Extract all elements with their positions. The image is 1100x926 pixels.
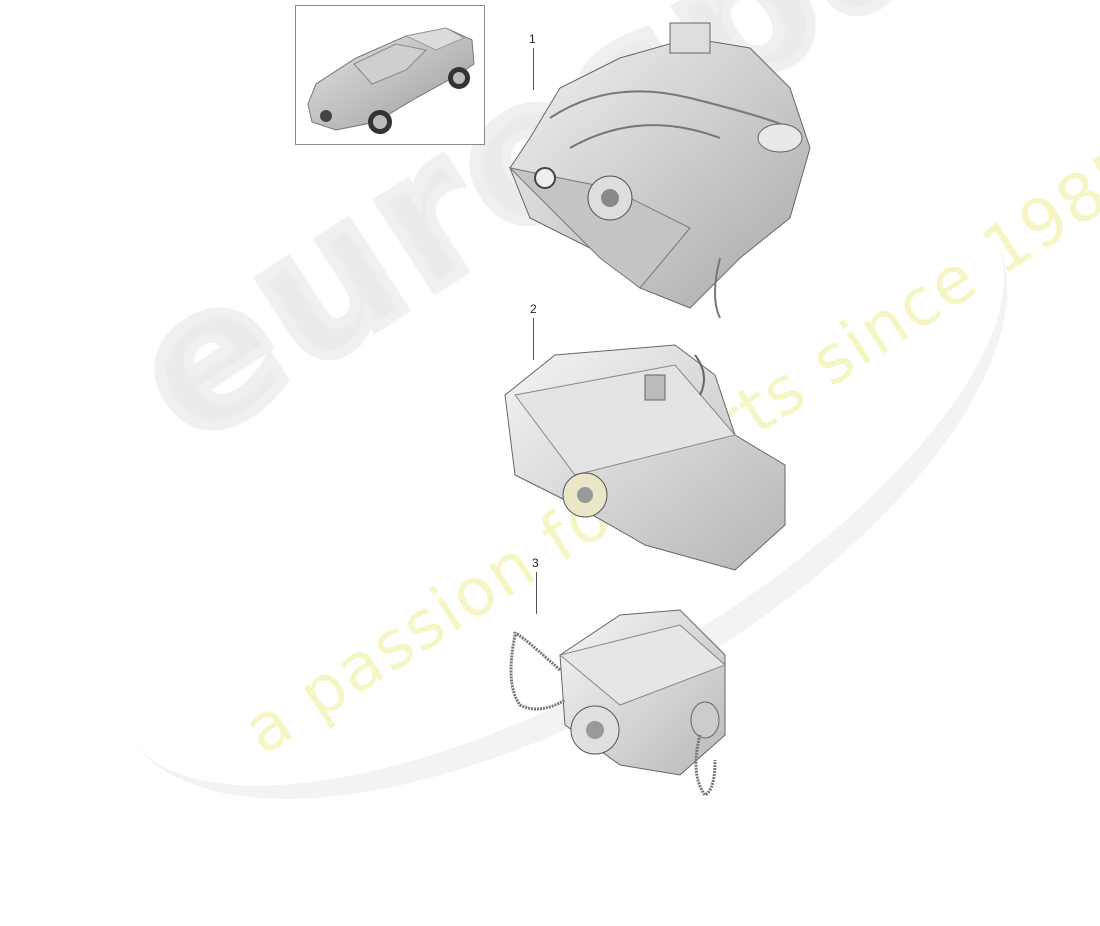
- callout-2[interactable]: 2: [530, 302, 537, 316]
- leader-line-2: [533, 318, 534, 360]
- engine-assembly-icon: [508, 22, 811, 318]
- callout-3[interactable]: 3: [532, 556, 539, 570]
- vehicle-thumbnail[interactable]: [295, 5, 485, 145]
- part-3-short-engine[interactable]: [500, 595, 740, 800]
- car-icon: [307, 27, 475, 134]
- part-2-long-block[interactable]: [495, 335, 795, 575]
- long-block-icon: [504, 344, 786, 571]
- leader-line-1: [533, 48, 534, 90]
- leader-line-3: [536, 572, 537, 614]
- part-1-engine-assembly[interactable]: [490, 18, 830, 318]
- short-engine-icon: [509, 609, 726, 797]
- callout-1[interactable]: 1: [529, 32, 536, 46]
